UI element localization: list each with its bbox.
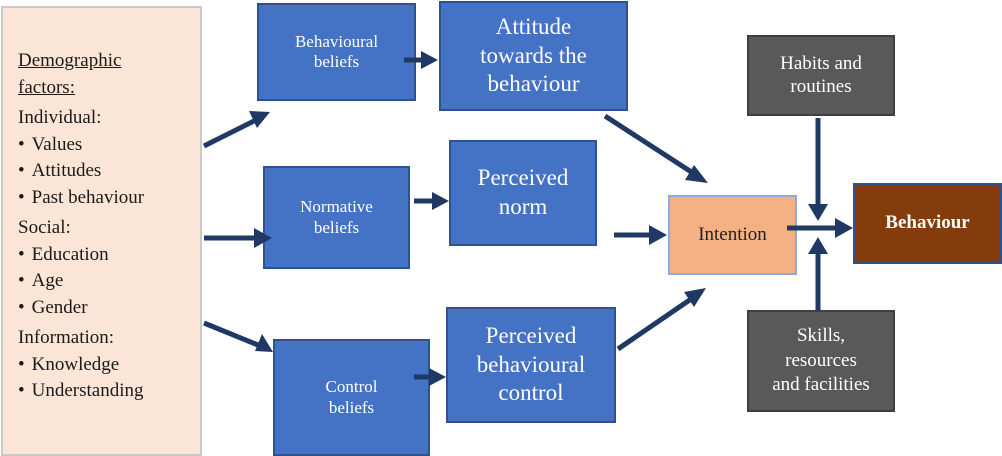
behavioural-beliefs-box: Behavioural beliefs — [257, 3, 416, 101]
behaviour-box: Behaviour — [853, 183, 1002, 264]
intention-label: Intention — [698, 223, 767, 245]
perceived-control-line1: Perceived — [485, 322, 577, 348]
demographic-group-social: Social: Education Age Gender — [18, 215, 200, 321]
arrow-norm-to-intention — [614, 225, 667, 245]
arrow-demographics-to-behavioural-beliefs — [202, 111, 270, 149]
perceived-norm-line2: norm — [498, 194, 548, 219]
skills-line1: Skills, — [796, 324, 846, 346]
perceived-control-line3: control — [498, 380, 564, 406]
arrow-attitude-to-intention — [603, 113, 708, 183]
demographic-item-gender: Gender — [18, 295, 200, 322]
demographic-item-education: Education — [18, 242, 200, 269]
habits-line1: Habits and — [780, 52, 862, 74]
arrow-skills-to-behaviour-link — [808, 237, 828, 310]
skills-line2: resources — [785, 349, 857, 371]
perceived-norm-line1: Perceived — [477, 165, 569, 191]
perceived-behavioural-control-box: Perceived behavioural control — [446, 307, 616, 423]
arrow-demographics-to-normative-beliefs — [204, 228, 272, 248]
group-label-individual: Individual: — [18, 107, 102, 128]
control-beliefs-line2: beliefs — [328, 397, 375, 417]
arrow-control-to-intention — [616, 288, 706, 352]
group-label-information: Information: — [18, 327, 115, 348]
skills-line3: and facilities — [772, 374, 870, 396]
attitude-line2: towards the — [480, 42, 587, 68]
normative-beliefs-box: Normative beliefs — [263, 166, 410, 269]
demographic-group-information: Information: Knowledge Understanding — [18, 325, 200, 405]
demographic-item-age: Age — [18, 268, 200, 295]
group-label-social: Social: — [18, 217, 71, 238]
perceived-control-line2: behavioural — [476, 351, 586, 377]
demographic-item-past-behaviour: Past behaviour — [18, 185, 200, 212]
arrow-habits-to-behaviour-link — [808, 118, 828, 221]
intention-box: Intention — [668, 195, 797, 275]
arrow-normative-beliefs-to-norm — [414, 192, 449, 210]
normative-beliefs-line2: beliefs — [313, 217, 360, 237]
demographic-item-attitudes: Attitudes — [18, 158, 200, 185]
demographic-group-individual: Individual: Values Attitudes Past behavi… — [18, 105, 200, 211]
habits-routines-box: Habits and routines — [747, 35, 895, 116]
habits-line2: routines — [790, 75, 852, 97]
arrow-demographics-to-control-beliefs — [203, 320, 273, 352]
behavioural-beliefs-line2: beliefs — [313, 52, 360, 71]
demographic-item-values: Values — [18, 132, 200, 159]
attitude-box: Attitude towards the behaviour — [439, 1, 628, 111]
demographic-title-line1: Demographic — [18, 50, 122, 71]
attitude-line3: behaviour — [487, 71, 580, 97]
perceived-norm-box: Perceived norm — [449, 140, 597, 246]
control-beliefs-line1: Control — [325, 377, 378, 397]
skills-resources-box: Skills, resources and facilities — [747, 310, 895, 412]
behavioural-beliefs-line1: Behavioural — [294, 31, 379, 51]
demographic-item-understanding: Understanding — [18, 378, 200, 405]
demographic-factors-panel: Demographic factors: Individual: Values … — [1, 6, 202, 456]
normative-beliefs-line1: Normative — [300, 197, 373, 217]
demographic-title-line2: factors: — [18, 76, 75, 98]
demographic-item-knowledge: Knowledge — [18, 352, 200, 379]
control-beliefs-box: Control beliefs — [273, 339, 430, 456]
attitude-line1: Attitude — [495, 13, 572, 39]
behaviour-label: Behaviour — [885, 212, 970, 234]
